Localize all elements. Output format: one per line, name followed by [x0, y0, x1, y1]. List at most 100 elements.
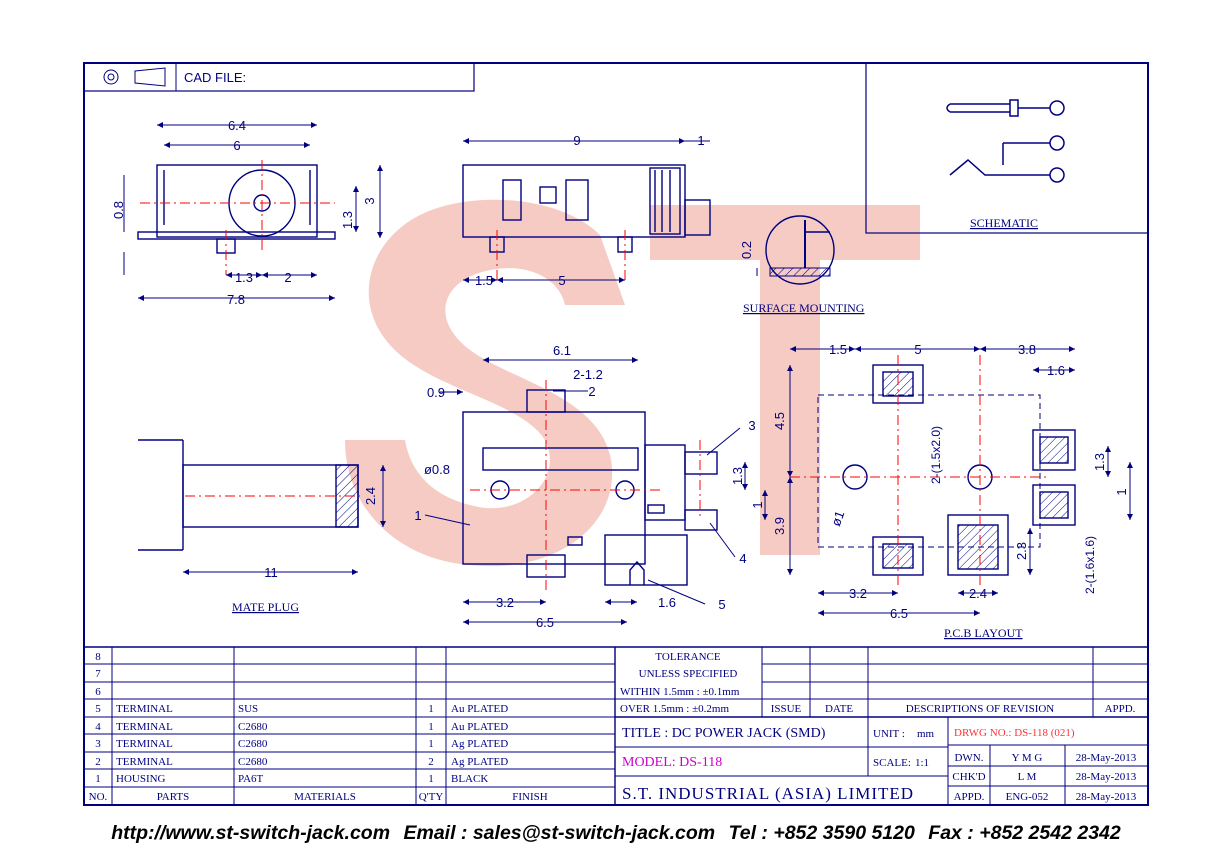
bom-material: PA6T: [238, 773, 264, 785]
dim-label: 3.8: [1018, 342, 1036, 357]
bom-qty: 1: [428, 703, 434, 715]
tolerance-subtitle: UNLESS SPECIFIED: [639, 668, 738, 680]
dim-label: 1.3: [730, 467, 745, 485]
telephone-contact: Tel : +852 3590 5120: [728, 822, 915, 844]
title-block-grid: [615, 647, 1148, 805]
bom-qty: 1: [428, 721, 434, 733]
dim-label: 2.3: [1014, 542, 1029, 560]
revision-issue: ISSUE: [771, 703, 802, 715]
company-name: S.T. INDUSTRIAL (ASIA) LIMITED: [622, 784, 914, 803]
dim-label: 1: [697, 133, 704, 148]
tolerance-over: OVER 1.5mm : ±0.2mm: [620, 703, 729, 715]
drawing-number: DRWG NO.: DS-118 (021): [954, 727, 1075, 739]
tolerance-title: TOLERANCE: [655, 651, 720, 663]
dim-label: 6: [233, 138, 240, 153]
unit-label: UNIT :: [873, 728, 905, 740]
bom-header-materials: MATERIALS: [294, 791, 356, 803]
dim-label: 1.5: [475, 273, 493, 288]
callout-number: 3: [748, 418, 755, 433]
bom-qty: 1: [428, 738, 434, 750]
first-angle-projection-icon: [103, 69, 119, 85]
st-watermark-logo: [345, 199, 920, 567]
checked-date: 28-May-2013: [1076, 771, 1137, 783]
dim-label: 1.6: [1047, 363, 1065, 378]
dim-label: 2: [284, 270, 291, 285]
bom-qty: 1: [428, 773, 434, 785]
surface-mounting-detail: 0.2 SURFACE MOUNTING: [739, 215, 865, 315]
dim-label: 1: [750, 501, 765, 508]
bom-material: SUS: [238, 703, 258, 715]
bom-material: C2680: [238, 738, 268, 750]
dim-label: 4.5: [772, 412, 787, 430]
pcb-layout-label: P.C.B LAYOUT: [944, 626, 1023, 640]
dim-label: 5: [558, 273, 565, 288]
front-view: 6.1 2-1.2 0.9 ø0.8 1.3 1 3.2 1.6 6.5 1 2…: [414, 343, 768, 630]
dim-label: 3.9: [772, 517, 787, 535]
schematic-panel: SCHEMATIC: [865, 62, 1149, 234]
drawn-by: Y M G: [1012, 752, 1043, 764]
top-view: 9 1 1.5 5: [462, 133, 711, 288]
bom-part: TERMINAL: [116, 738, 173, 750]
drawn-label: DWN.: [954, 752, 983, 764]
callout-number: 2: [588, 384, 595, 399]
dim-label: 1.3: [1092, 453, 1107, 471]
side-view: 6.4 6 0.8 1.3 3 1.3 2 7.8: [111, 118, 383, 307]
dim-label: 0.9: [427, 385, 445, 400]
tolerance-within: WITHIN 1.5mm : ±0.1mm: [620, 686, 740, 698]
dim-label: 0.8: [111, 201, 126, 219]
table-row: 8: [95, 651, 101, 663]
bom-header-qty: Q'TY: [419, 791, 444, 803]
drawn-date: 28-May-2013: [1076, 752, 1137, 764]
dim-label: ø1: [828, 509, 847, 528]
dim-label: 2-1.2: [573, 367, 603, 382]
dim-label: 1.5: [829, 342, 847, 357]
bom-header-no: NO.: [89, 791, 108, 803]
dim-label: 1.3: [235, 270, 253, 285]
model-number: MODEL: DS-118: [622, 755, 722, 770]
cad-file-label: CAD FILE:: [184, 70, 246, 85]
title-block: TITLE : DC POWER JACK (SMD) MODEL: DS-11…: [622, 726, 1137, 803]
bom-no: 2: [95, 756, 101, 768]
table-row: 7: [95, 668, 101, 680]
revision-date: DATE: [825, 703, 853, 715]
dim-label: 0.2: [739, 241, 754, 259]
email-contact[interactable]: Email : sales@st-switch-jack.com: [403, 822, 716, 844]
bom-finish: Ag PLATED: [451, 756, 508, 768]
table-row: 5 TERMINAL SUS 1 Au PLATED: [95, 703, 508, 715]
bom-headers: NO. PARTS MATERIALS Q'TY FINISH: [89, 791, 548, 803]
dim-label: 11: [264, 565, 278, 580]
cad-file-header: CAD FILE:: [83, 62, 475, 92]
dim-label: 6.4: [228, 118, 246, 133]
dim-label: 1: [1114, 488, 1129, 495]
bom-no: 1: [95, 773, 101, 785]
dim-label: 7.8: [227, 292, 245, 307]
revision-header: ISSUE DATE DESCRIPTIONS OF REVISION APPD…: [771, 703, 1136, 715]
bom-part: TERMINAL: [116, 756, 173, 768]
schematic-label: SCHEMATIC: [970, 216, 1038, 230]
bom-no: 5: [95, 703, 101, 715]
table-row: 3 TERMINAL C2680 1 Ag PLATED: [95, 738, 508, 750]
dim-label: 3.2: [849, 586, 867, 601]
dim-label: 6.5: [536, 615, 554, 630]
bom-table: [84, 646, 1148, 805]
approved-label: APPD.: [954, 791, 985, 803]
dim-label: 5: [914, 342, 921, 357]
dim-label: 6.5: [890, 606, 908, 621]
fax-contact: Fax : +852 2542 2342: [928, 822, 1121, 844]
website-link[interactable]: http://www.st-switch-jack.com: [111, 822, 391, 844]
bom-no: 3: [95, 738, 101, 750]
bom-part: HOUSING: [116, 773, 166, 785]
checked-by: L M: [1018, 771, 1037, 783]
mate-plug-view: 2.4 11 MATE PLUG: [138, 439, 386, 614]
bom-finish: Ag PLATED: [451, 738, 508, 750]
dim-label: 3: [362, 197, 377, 204]
bom-qty: 2: [428, 756, 434, 768]
dim-label: 2.4: [969, 586, 987, 601]
approved-date: 28-May-2013: [1076, 791, 1137, 803]
drawing-title: TITLE : DC POWER JACK (SMD): [622, 726, 826, 741]
table-row: 6: [95, 686, 101, 698]
callout-number: 5: [718, 597, 725, 612]
bom-finish: Au PLATED: [451, 721, 508, 733]
surface-mounting-label: SURFACE MOUNTING: [743, 301, 865, 315]
